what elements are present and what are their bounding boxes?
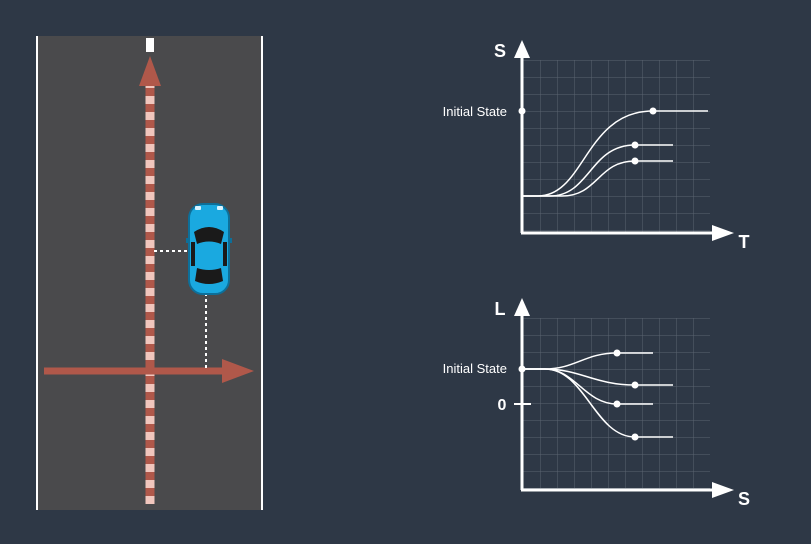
bottom-plot: L S Initial State 0 xyxy=(443,298,750,509)
bottom-plot-x-arrowhead xyxy=(712,482,734,498)
bottom-plot-y-arrowhead xyxy=(514,298,530,316)
top-plot-y-label: S xyxy=(494,41,506,61)
bottom-end-point-1 xyxy=(613,349,621,357)
top-end-point-2 xyxy=(631,141,639,149)
bottom-end-point-2 xyxy=(631,381,639,389)
top-plot: S T Initial State xyxy=(443,40,750,252)
bottom-plot-initial-state-label: Initial State xyxy=(443,361,507,376)
lateral-arrowhead xyxy=(222,359,254,383)
road-scene xyxy=(36,36,263,510)
bottom-plot-points xyxy=(518,349,639,441)
longitudinal-arrowhead xyxy=(139,56,161,86)
longitudinal-axis-arrow xyxy=(139,56,161,504)
top-plot-x-label: T xyxy=(739,232,750,252)
bottom-plot-zero-label: 0 xyxy=(498,397,507,414)
bottom-plot-x-label: S xyxy=(738,489,750,509)
top-end-point-3 xyxy=(631,157,639,165)
top-curve-1 xyxy=(522,110,708,197)
top-plot-points xyxy=(518,107,657,165)
top-curve-3 xyxy=(522,160,673,197)
lane-marking xyxy=(146,38,154,52)
top-plot-grid xyxy=(523,60,710,233)
bottom-end-point-4 xyxy=(631,433,639,441)
top-plot-x-arrowhead xyxy=(712,225,734,241)
bottom-curve-4 xyxy=(522,368,673,438)
top-plot-y-arrowhead xyxy=(514,40,530,58)
bottom-plot-y-label: L xyxy=(495,299,506,319)
bottom-end-point-3 xyxy=(613,400,621,408)
top-plot-curves xyxy=(522,110,708,197)
top-initial-state-point xyxy=(518,107,526,115)
top-plot-initial-state-label: Initial State xyxy=(443,104,507,119)
top-end-point-1 xyxy=(649,107,657,115)
car-top-view-icon xyxy=(186,203,232,295)
lateral-axis-arrow xyxy=(44,359,254,383)
bottom-initial-state-point xyxy=(518,365,526,373)
